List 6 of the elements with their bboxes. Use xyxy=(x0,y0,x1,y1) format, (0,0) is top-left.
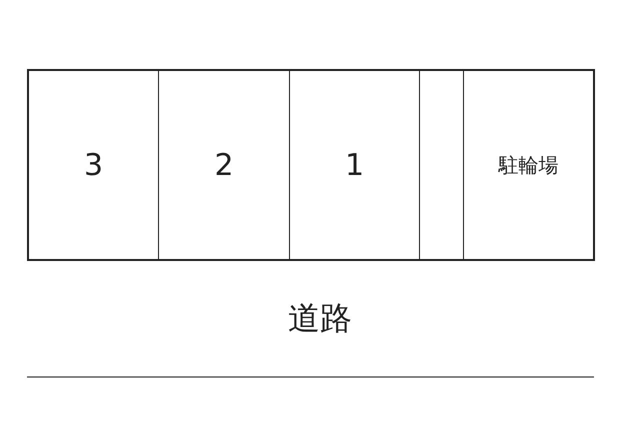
parking-space: 3 xyxy=(27,69,159,261)
parking-space: 2 xyxy=(158,69,290,261)
road-label: 道路 xyxy=(287,298,353,338)
parking-space: 駐輪場 xyxy=(463,69,595,261)
empty-box xyxy=(419,69,464,261)
parking-space: 1 xyxy=(289,69,420,261)
